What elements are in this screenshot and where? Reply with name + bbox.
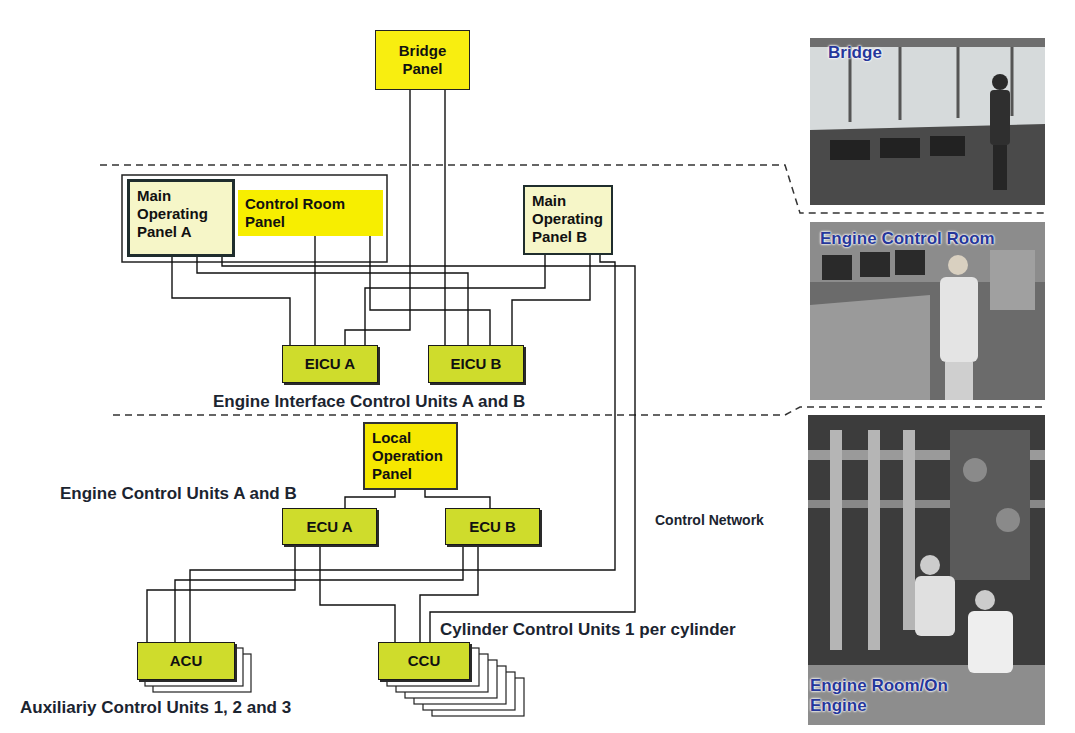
photo-ground bbox=[810, 38, 1045, 205]
person bbox=[940, 277, 978, 362]
photo-ground bbox=[810, 222, 1045, 400]
box-text: CCU bbox=[408, 652, 441, 670]
box-text: Main Operating Panel B bbox=[532, 192, 604, 246]
network-line bbox=[222, 257, 635, 642]
photo-detail bbox=[996, 508, 1020, 532]
box-text: Bridge Panel bbox=[382, 42, 463, 78]
box-text: ECU A bbox=[306, 518, 352, 536]
box-text: ACU bbox=[170, 652, 203, 670]
network-line bbox=[444, 90, 445, 345]
control-room-photo bbox=[810, 222, 1045, 400]
bridge-photo bbox=[810, 38, 1045, 205]
control-unit-box: ECU B bbox=[445, 508, 540, 545]
person bbox=[975, 590, 995, 610]
panel-box: Control Room Panel bbox=[238, 190, 383, 236]
pipe bbox=[830, 430, 842, 650]
network-line bbox=[320, 545, 395, 642]
control-unit-box: EICU A bbox=[282, 345, 378, 383]
network-line bbox=[147, 545, 295, 642]
photo-detail bbox=[963, 458, 987, 482]
panel-box: Main Operating Panel A bbox=[127, 179, 235, 257]
photo-detail bbox=[930, 136, 965, 156]
photo-ground bbox=[808, 415, 1045, 725]
box-text: Control Room Panel bbox=[245, 195, 376, 231]
control-unit-box: CCU bbox=[378, 642, 470, 680]
box-text: Main Operating Panel A bbox=[137, 187, 225, 241]
console bbox=[810, 295, 930, 400]
screen bbox=[895, 250, 925, 275]
section-label: Control Network bbox=[655, 512, 764, 529]
person bbox=[945, 362, 973, 400]
engine-room-photo bbox=[808, 415, 1045, 725]
photo-caption: Engine Room/On Engine bbox=[810, 676, 990, 716]
photo-detail bbox=[990, 250, 1035, 310]
network-line bbox=[425, 490, 490, 508]
box-text: EICU B bbox=[451, 355, 502, 373]
section-label: Auxiliariy Control Units 1, 2 and 3 bbox=[20, 698, 291, 718]
photo-detail bbox=[830, 140, 870, 160]
person bbox=[920, 555, 940, 575]
control-unit-box: EICU B bbox=[428, 345, 524, 383]
person bbox=[948, 255, 968, 275]
section-label: Engine Interface Control Units A and B bbox=[213, 392, 525, 412]
panel-box: Local Operation Panel bbox=[363, 422, 458, 490]
person bbox=[990, 90, 1010, 145]
network-line bbox=[512, 255, 590, 345]
box-text: EICU A bbox=[305, 355, 355, 373]
box-text: ECU B bbox=[469, 518, 516, 536]
control-unit-box: ECU A bbox=[282, 508, 377, 545]
network-line bbox=[172, 257, 290, 345]
pipe bbox=[868, 430, 880, 650]
person bbox=[993, 145, 1007, 190]
panel-box: Bridge Panel bbox=[375, 30, 470, 90]
pipe bbox=[903, 430, 915, 630]
person bbox=[915, 576, 955, 636]
box-text: Local Operation Panel bbox=[372, 429, 449, 483]
panel-box: Main Operating Panel B bbox=[523, 185, 613, 255]
network-line bbox=[197, 257, 468, 345]
network-line bbox=[370, 236, 490, 345]
network-line bbox=[345, 490, 395, 508]
floor bbox=[808, 665, 1045, 725]
panel-enclosure bbox=[122, 175, 387, 262]
control-unit-box: ACU bbox=[137, 642, 235, 680]
network-line bbox=[190, 255, 615, 642]
photo-caption: Engine Control Room bbox=[820, 229, 995, 249]
person bbox=[992, 74, 1008, 90]
photo-detail bbox=[880, 138, 920, 158]
photo-caption: Bridge bbox=[828, 43, 882, 63]
section-label: Cylinder Control Units 1 per cylinder bbox=[440, 620, 736, 640]
cylinder-block bbox=[950, 430, 1030, 580]
screen bbox=[860, 252, 890, 277]
section-label: Engine Control Units A and B bbox=[60, 484, 297, 504]
network-line bbox=[314, 236, 315, 345]
person bbox=[968, 611, 1013, 673]
screen bbox=[822, 255, 852, 280]
